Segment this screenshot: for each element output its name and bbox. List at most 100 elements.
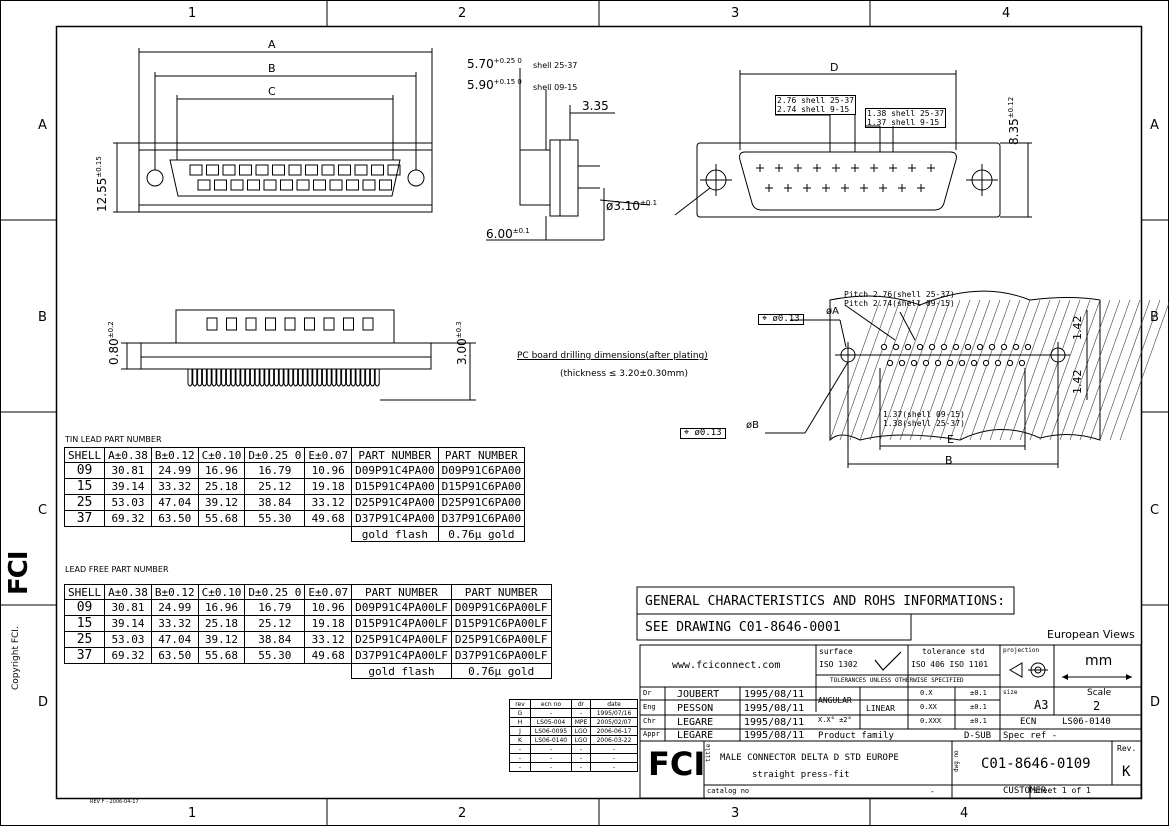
table-cell: 53.03 (104, 494, 152, 511)
dim-d: D (830, 61, 839, 74)
table-cell: D25P91C4PA00LF (351, 631, 452, 648)
hatch-line (979, 299, 1031, 441)
customer-label: CUSTOMER (1003, 786, 1047, 796)
lead (269, 369, 275, 387)
rev-cell: - (590, 762, 638, 772)
row-label-c: C (38, 503, 48, 518)
linear-tolerance: 0.X (920, 689, 933, 697)
dim-5-70: 5.70+0.25 0 (467, 57, 522, 71)
contact-slot (189, 164, 203, 176)
rev-cell: - (571, 744, 591, 754)
units-arrow-icon (1062, 674, 1132, 680)
lead (302, 369, 308, 387)
rev-value: K (1122, 764, 1131, 780)
hole (952, 343, 960, 351)
contact-slot (371, 164, 384, 176)
rev-cell: - (530, 708, 572, 718)
sheet-info: sheet 1 of 1 (1033, 786, 1091, 795)
approval-name: LEGARE (677, 717, 714, 728)
col-label-2: 2 (458, 6, 467, 21)
family-value: D-SUB (964, 731, 992, 741)
column-header: SHELL (63, 447, 106, 463)
contact-slot (313, 179, 326, 191)
lead (350, 369, 356, 387)
iso-406: ISO 406 ISO 1101 (911, 660, 989, 669)
table-cell: D15P91C6PA00LF (450, 615, 552, 632)
hole (910, 359, 918, 367)
table-cell: 33.12 (304, 494, 353, 511)
slot (226, 317, 237, 331)
column-header: PART NUMBER (437, 447, 526, 463)
slot (284, 317, 296, 331)
hole (916, 343, 924, 351)
surface-label: surface (819, 647, 853, 656)
tolerance-std-label: tolerance std (922, 647, 985, 656)
lead (192, 369, 198, 387)
rev-cell: - (509, 753, 531, 763)
hatch-line (949, 299, 1001, 441)
dim-12-55: 12.55±0.15 (95, 156, 109, 212)
contact-slot (239, 164, 252, 176)
contact-slot (288, 164, 302, 176)
table-cell: D09P91C6PA00 (437, 462, 526, 479)
rev-cell: - (590, 744, 638, 754)
slot (362, 317, 374, 331)
approval-name: PESSON (677, 703, 714, 714)
position-tol-b: ⌖ ø0.13 (680, 428, 726, 439)
drawing-number: C01-8646-0109 (981, 756, 1091, 772)
hole (922, 359, 930, 367)
table-cell: 15 (63, 615, 106, 632)
hole (880, 343, 888, 351)
column-header: C±0.10 (197, 447, 246, 463)
table-cell: D09P91C4PA00LF (351, 599, 452, 616)
hatch-line (1019, 299, 1071, 441)
front-view (113, 48, 433, 213)
row-label-b-right: B (1150, 310, 1159, 325)
hatch-line (1059, 299, 1111, 441)
col-label-4-bottom: 4 (960, 806, 969, 821)
rev-cell: G (509, 708, 531, 718)
rev-cell: J (509, 726, 531, 736)
rev-cell: - (530, 753, 572, 763)
contact-slot (338, 164, 351, 176)
catalog-label: catalog no (707, 787, 750, 795)
size-value: A3 (1034, 698, 1049, 712)
spec-ref: Spec ref - (1003, 731, 1058, 741)
approval-date: 1995/08/11 (744, 689, 805, 700)
hatch-line (919, 299, 971, 441)
row-label-d-right: D (1150, 695, 1161, 710)
rev-header-cell: rev (509, 699, 531, 709)
table-cell: D25P91C4PA00 (351, 494, 439, 511)
rev-cell: 2006-03-22 (590, 735, 638, 745)
lead (221, 369, 227, 387)
slot (323, 317, 335, 331)
table-cell: 38.84 (244, 494, 306, 511)
title-block-lines (636, 586, 1142, 799)
lead (187, 369, 193, 387)
table-cell: 30.81 (104, 599, 152, 616)
table-cell: 39.14 (104, 615, 152, 632)
table-cell: 55.68 (197, 647, 246, 664)
col-label-3-bottom: 3 (731, 806, 740, 821)
hatch-line (939, 299, 991, 441)
col-label-2-bottom: 2 (458, 806, 467, 821)
table-cell: 16.96 (197, 462, 246, 479)
lead (225, 369, 231, 387)
dim-phi-b: øB (746, 420, 759, 431)
table-cell: 37 (63, 647, 106, 664)
table-cell: 69.32 (104, 647, 152, 664)
contact-slot (329, 179, 343, 191)
see-drawing: SEE DRAWING C01-8646-0001 (645, 620, 841, 635)
rev-cell: - (530, 762, 572, 772)
col-label-1: 1 (188, 6, 197, 21)
table-cell: 49.68 (304, 510, 353, 527)
table-cell: 63.50 (150, 510, 199, 527)
contact-slot (197, 179, 211, 191)
